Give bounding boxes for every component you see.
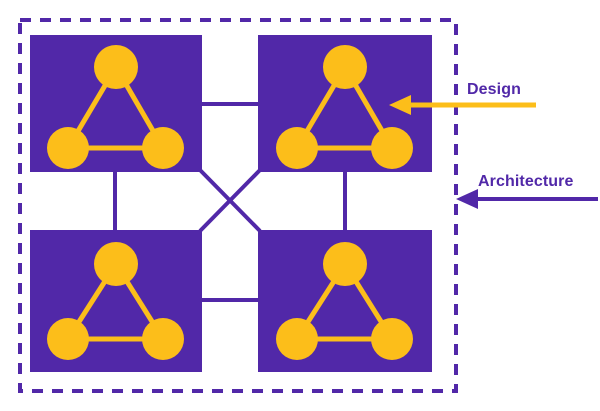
connector-diagonal-ne-sw	[198, 168, 262, 233]
architecture-boundary	[18, 18, 458, 393]
connector-group	[113, 102, 347, 302]
node-right	[142, 318, 184, 360]
module-bottom-right[interactable]	[258, 230, 432, 372]
module-nodes	[276, 45, 413, 169]
node-top	[94, 242, 138, 286]
node-right	[371, 318, 413, 360]
node-left	[276, 127, 318, 169]
architecture-arrow-head	[456, 189, 478, 209]
design-arrow-head	[389, 95, 411, 115]
module-bottom-left[interactable]	[30, 230, 202, 372]
node-top	[94, 45, 138, 89]
node-left	[276, 318, 318, 360]
node-top	[323, 242, 367, 286]
module-nodes	[47, 45, 184, 169]
node-top	[323, 45, 367, 89]
module-top-left[interactable]	[30, 35, 202, 172]
module-nodes	[276, 242, 413, 360]
architecture-arrow	[456, 189, 598, 209]
node-left	[47, 318, 89, 360]
node-right	[142, 127, 184, 169]
node-right	[371, 127, 413, 169]
design-arrow	[389, 95, 536, 115]
architecture-label: Architecture	[478, 173, 574, 190]
module-nodes	[47, 242, 184, 360]
node-left	[47, 127, 89, 169]
design-label: Design	[467, 81, 521, 98]
